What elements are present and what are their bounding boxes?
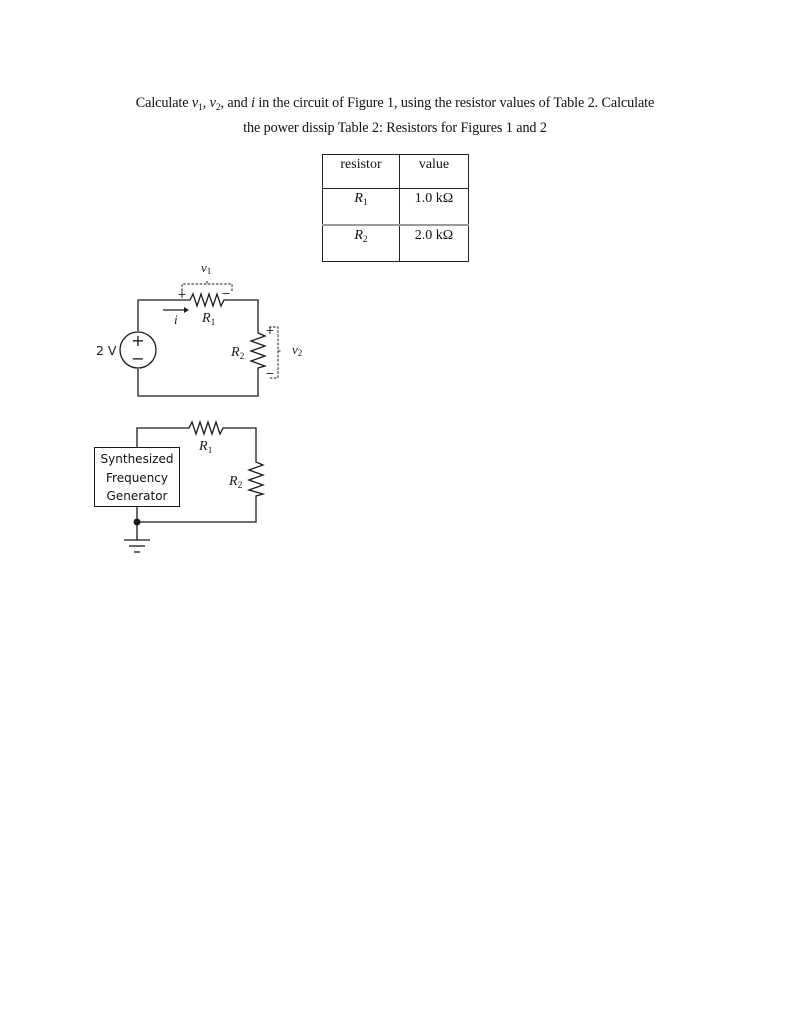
- source-minus-sign: −: [131, 349, 144, 368]
- generator-label-line: Generator: [106, 489, 168, 503]
- table-row: R1 1.0 kΩ: [322, 188, 469, 226]
- wire: [227, 299, 259, 330]
- voltage-source-icon: [119, 331, 157, 369]
- var-v2: v2: [209, 95, 221, 113]
- problem-line-1: Calculate v1, v2, and i in the circuit o…: [95, 93, 695, 118]
- wire: [137, 299, 186, 331]
- resistor-subscript: 1: [362, 198, 368, 208]
- source-plus-sign: +: [131, 331, 144, 350]
- var-subscript: 1: [198, 103, 203, 113]
- resistor-r2-icon: [249, 330, 268, 370]
- generator-label-line: Synthesized: [100, 452, 174, 466]
- r2-label: R2: [228, 474, 243, 491]
- var-symbol: v: [191, 95, 199, 111]
- generator-label-line: Frequency: [106, 470, 168, 485]
- var-v1: v1: [191, 95, 203, 113]
- text: in the circuit of Figure 1, using the re…: [254, 95, 655, 111]
- text: Calculate: [135, 95, 192, 111]
- r2-label: R2: [230, 345, 245, 362]
- v2-plus-sign: +: [265, 324, 274, 337]
- v1-plus-sign: +: [177, 288, 186, 301]
- wire: [136, 427, 186, 447]
- wire: [137, 497, 257, 523]
- problem-statement: Calculate v1, v2, and i in the circuit o…: [95, 93, 695, 138]
- v2-minus-sign: −: [265, 367, 274, 380]
- v2-label: v2: [292, 342, 302, 358]
- resistor-value-cell: 2.0 kΩ: [399, 224, 469, 262]
- resistor-r1-icon: [186, 291, 227, 309]
- resistor-table: resistor value R1 1.0 kΩ R2 2.0 kΩ: [322, 154, 469, 262]
- wire: [226, 427, 257, 460]
- v2-bracket: [269, 326, 279, 379]
- current-arrowhead-icon: [184, 307, 189, 313]
- figure-2-circuit: R1 R2: [124, 419, 266, 553]
- column-header-resistor: resistor: [322, 154, 400, 189]
- resistor-subscript: 2: [362, 235, 368, 245]
- r1-label: R1: [201, 311, 216, 328]
- table-row: R2 2.0 kΩ: [322, 224, 469, 262]
- problem-line-2: the power dissip Table 2: Resistors for …: [243, 120, 547, 136]
- resistor-value-cell: 1.0 kΩ: [399, 188, 469, 226]
- synthesized-frequency-generator: Synthesized Frequency Generator: [94, 447, 180, 507]
- resistor-symbol: R: [354, 191, 363, 206]
- var-i: i: [251, 95, 255, 111]
- source-voltage-label: 2 V: [96, 343, 117, 358]
- var-subscript: 2: [215, 103, 221, 113]
- var-symbol: v: [209, 95, 216, 111]
- v1-label: v1: [201, 260, 211, 276]
- resistor-name-cell: R2: [322, 224, 400, 262]
- figure-1-circuit: + − 2 V i R1 v1 + − R2 + − v2: [96, 260, 302, 397]
- junction-dot-icon: [133, 518, 141, 526]
- table-header-row: resistor value: [322, 154, 469, 189]
- current-label: i: [174, 312, 178, 327]
- r1-label: R1: [198, 439, 213, 456]
- resistor-r1-icon: [186, 419, 226, 437]
- text: ,: [202, 95, 210, 111]
- resistor-r2-icon: [246, 460, 266, 497]
- resistor-symbol: R: [354, 228, 363, 243]
- wire: [137, 369, 259, 397]
- text: , and: [220, 95, 252, 111]
- v1-minus-sign: −: [221, 287, 230, 300]
- column-header-value: value: [399, 154, 469, 189]
